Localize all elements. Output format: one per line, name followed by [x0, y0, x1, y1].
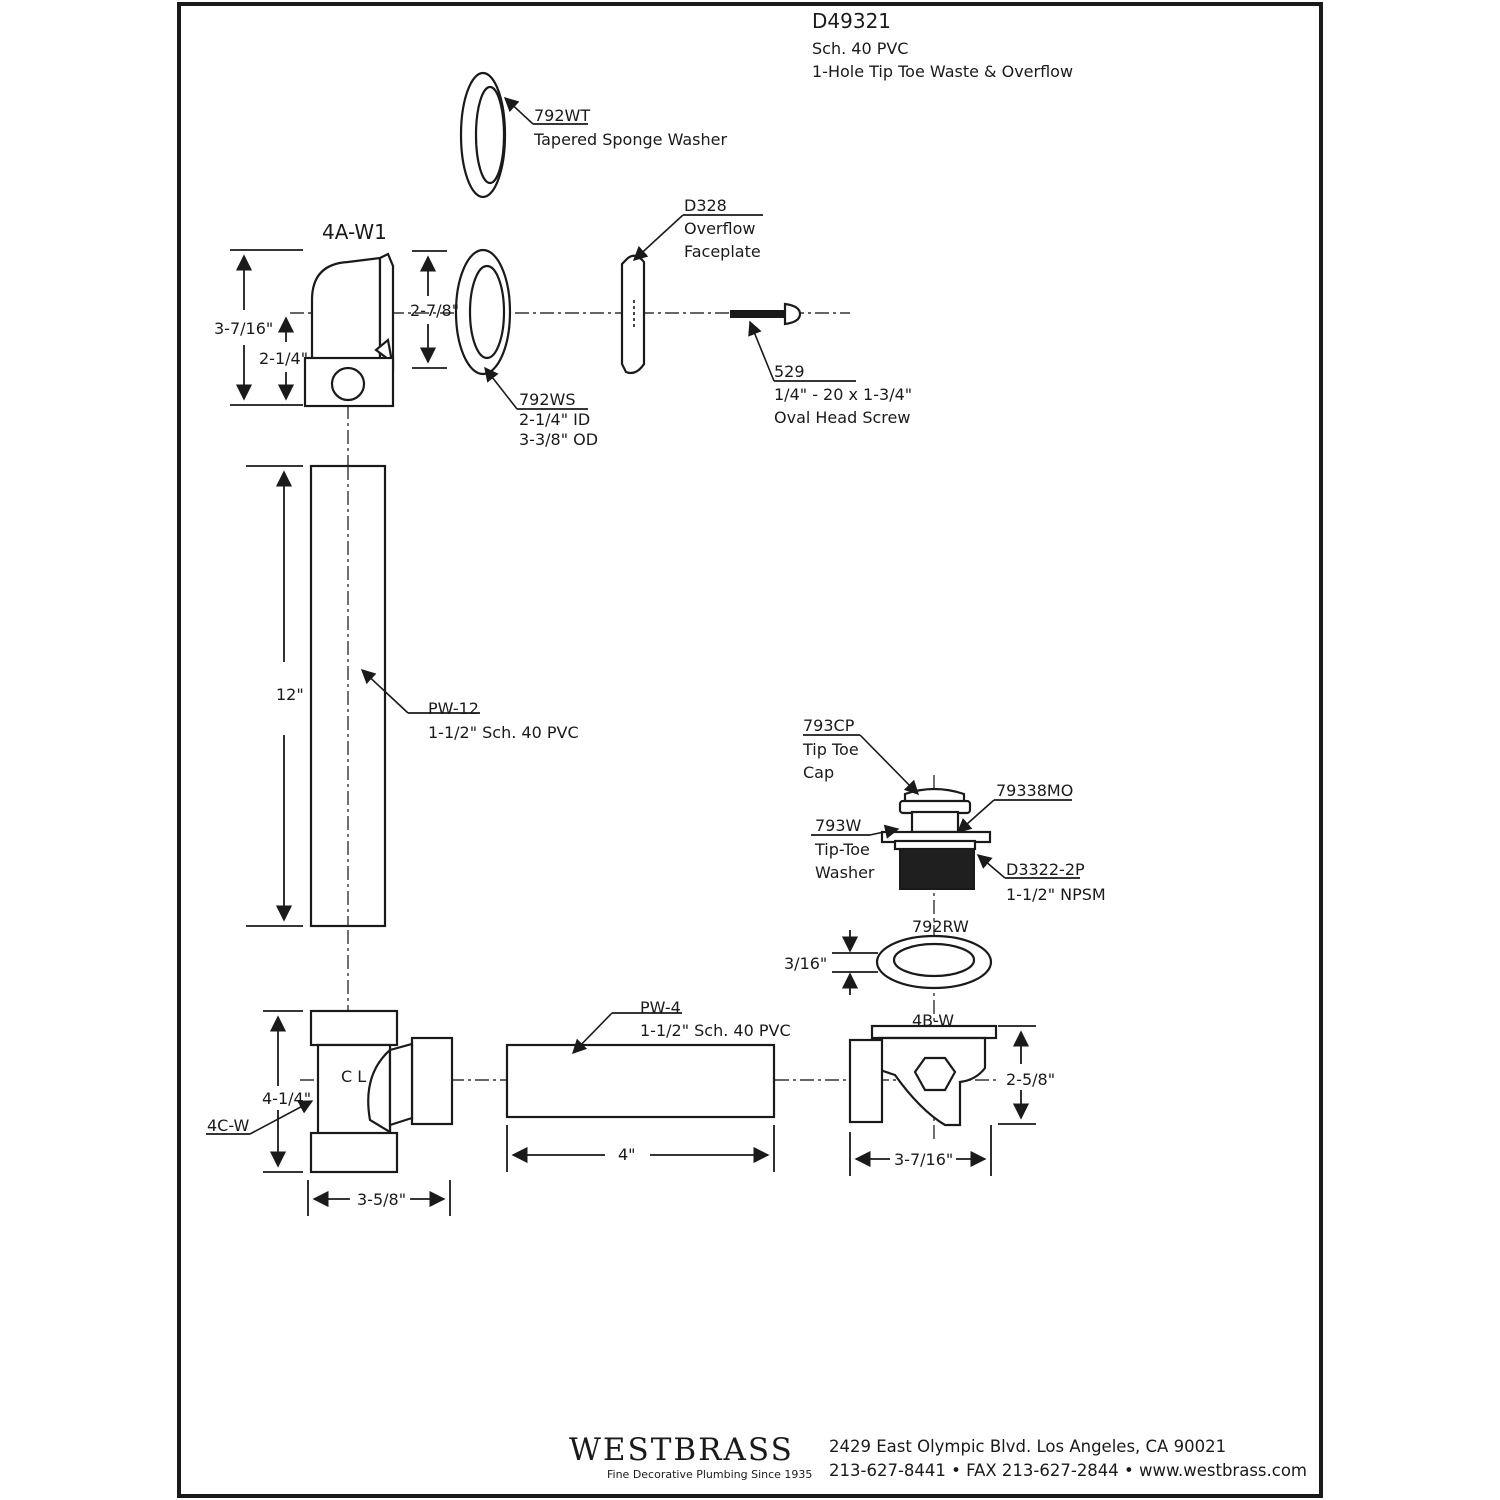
- rubber-washer: 792RW 3/16": [784, 917, 993, 995]
- part-792wt-code: 792WT: [534, 106, 590, 125]
- description-label: 1-Hole Tip Toe Waste & Overflow: [812, 62, 1073, 81]
- company-contact: 213-627-8441 • FAX 213-627-2844 • www.we…: [829, 1461, 1307, 1480]
- part-792ws-od: 3-3/8" OD: [519, 430, 598, 449]
- part-792rw-code: 792RW: [912, 917, 969, 936]
- part-793cp-code: 793CP: [803, 716, 855, 735]
- part-pw4-desc: 1-1/2" Sch. 40 PVC: [640, 1021, 791, 1040]
- dim-shoe-width: 3-7/16": [894, 1150, 953, 1169]
- oval-head-screw: 529 1/4" - 20 x 1-3/4" Oval Head Screw: [730, 302, 912, 427]
- part-4aw1-code: 4A-W1: [322, 220, 387, 244]
- part-793cp-desc1: Tip Toe: [802, 740, 859, 759]
- part-793w-desc2: Washer: [815, 863, 875, 882]
- part-pw4-code: PW-4: [640, 998, 681, 1017]
- part-793cp-desc2: Cap: [803, 763, 834, 782]
- dim-elbow-height: 3-7/16": [214, 319, 273, 338]
- part-4bw-code: 4B-W: [912, 1011, 954, 1030]
- brand-logo: WESTBRASS: [569, 1432, 794, 1468]
- part-529-desc2: Oval Head Screw: [774, 408, 910, 427]
- part-529-desc1: 1/4" - 20 x 1-3/4": [774, 385, 912, 404]
- part-pw12-code: PW-12: [428, 699, 479, 718]
- part-792wt-desc: Tapered Sponge Washer: [533, 130, 727, 149]
- title-block: D49321 Sch. 40 PVC 1-Hole Tip Toe Waste …: [812, 9, 1073, 81]
- part-pw12-desc: 1-1/2" Sch. 40 PVC: [428, 723, 579, 742]
- dim-washer-dia: 2-7/8": [410, 301, 459, 320]
- dim-tee-width: 3-5/8": [357, 1190, 406, 1209]
- centerline-symbol: C L: [341, 1067, 366, 1086]
- company-address: 2429 East Olympic Blvd. Los Angeles, CA …: [829, 1437, 1226, 1456]
- part-4cw-code: 4C-W: [207, 1116, 249, 1135]
- pipe-4in: PW-4 1-1/2" Sch. 40 PVC 4": [505, 998, 791, 1172]
- dim-elbow-center: 2-1/4": [259, 349, 308, 368]
- part-793w-code: 793W: [815, 816, 862, 835]
- part-793w-desc1: Tip-Toe: [814, 840, 870, 859]
- tee-fitting: C L 4-1/4" 4C-W 3-5/8": [206, 1009, 454, 1216]
- tip-toe-drain-assembly: 793CP Tip Toe Cap 79338MO 793W Tip-Toe W…: [802, 716, 1106, 904]
- part-d3322-code: D3322-2P: [1006, 860, 1085, 879]
- tapered-sponge-washer: 792WT Tapered Sponge Washer: [459, 71, 727, 199]
- brand-tagline: Fine Decorative Plumbing Since 1935: [607, 1468, 812, 1481]
- part-d3322-desc: 1-1/2" NPSM: [1006, 885, 1106, 904]
- part-79338mo-code: 79338MO: [996, 781, 1073, 800]
- overflow-faceplate: D328 Overflow Faceplate: [620, 196, 763, 375]
- overflow-elbow: 4A-W1 3-7/16" 2-1/4": [214, 220, 395, 408]
- part-d328-desc1: Overflow: [684, 219, 755, 238]
- model-number: D49321: [812, 9, 891, 33]
- drain-shoe: 4B-W 2-5/8" 3-7/16": [848, 1011, 1055, 1176]
- part-792ws-code: 792WS: [519, 390, 576, 409]
- material-label: Sch. 40 PVC: [812, 39, 908, 58]
- part-d328-desc2: Faceplate: [684, 242, 761, 261]
- footer: WESTBRASS Fine Decorative Plumbing Since…: [569, 1432, 1307, 1481]
- dim-shoe-height: 2-5/8": [1006, 1070, 1055, 1089]
- overflow-washer: 2-7/8" 792WS 2-1/4" ID 3-3/8" OD: [410, 248, 598, 449]
- part-d328-code: D328: [684, 196, 727, 215]
- part-529-code: 529: [774, 362, 805, 381]
- part-792ws-id: 2-1/4" ID: [519, 410, 590, 429]
- dim-pipe12-length: 12": [276, 685, 304, 704]
- dim-pipe4-length: 4": [618, 1145, 636, 1164]
- dim-rubber-thickness: 3/16": [784, 954, 827, 973]
- pipe-12in: 12" PW-12 1-1/2" Sch. 40 PVC: [246, 464, 579, 928]
- page-border: [177, 2, 1323, 1498]
